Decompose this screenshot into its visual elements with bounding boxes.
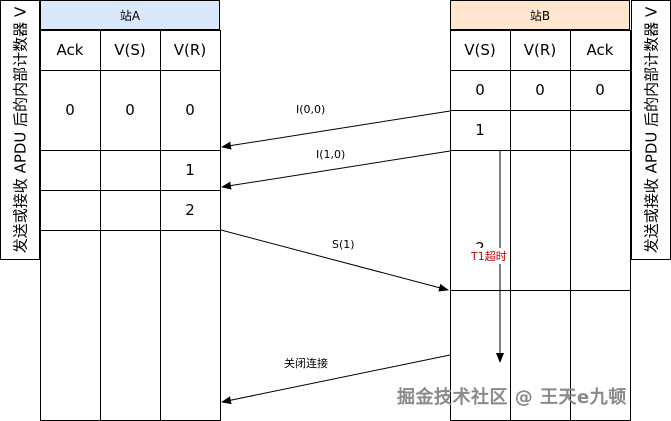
station-b-col-ack: Ack [586,41,614,59]
station-a-title-text: 站A [119,8,141,23]
station-a-r1-vr: 1 [185,161,195,179]
sidebar-right: 发送或接收 APDU 后的内部计数器 V [631,0,671,260]
station-a-title: 站A [40,0,220,30]
station-b-title: 站B [450,0,630,30]
arrow-s1 [220,229,449,292]
station-b-r0-vs: 0 [475,81,485,99]
arrow-close [221,354,451,405]
station-a-col-vs: V(S) [114,41,146,59]
station-b-col-vs: V(S) [464,41,496,59]
sidebar-left: 发送或接收 APDU 后的内部计数器 V [0,0,40,260]
station-b-col-vr: V(R) [523,41,557,59]
label-s1: S(1) [332,238,355,251]
station-b-r1-vs: 1 [475,121,485,139]
label-i10: I(1,0) [316,148,346,161]
station-b-grid [450,30,631,421]
station-a-r0-vs: 0 [125,101,135,119]
station-b-r0-ack: 0 [595,81,605,99]
station-b-r0-vr: 0 [535,81,545,99]
label-t1-timeout: T1超时 [470,248,508,264]
station-b-title-text: 站B [529,8,551,23]
label-close: 关闭连接 [284,357,328,370]
station-a-r0-ack: 0 [65,101,75,119]
station-a-r2-vr: 2 [185,201,195,219]
arrow-i10 [221,150,451,190]
station-a-col-vr: V(R) [173,41,207,59]
station-a-r0-vr: 0 [185,101,195,119]
watermark: 掘金技术社区 @ 王天e九顿 [397,387,627,408]
label-i00: I(0,0) [296,103,326,116]
arrow-i00 [221,110,451,150]
station-a-col-ack: Ack [56,41,84,59]
